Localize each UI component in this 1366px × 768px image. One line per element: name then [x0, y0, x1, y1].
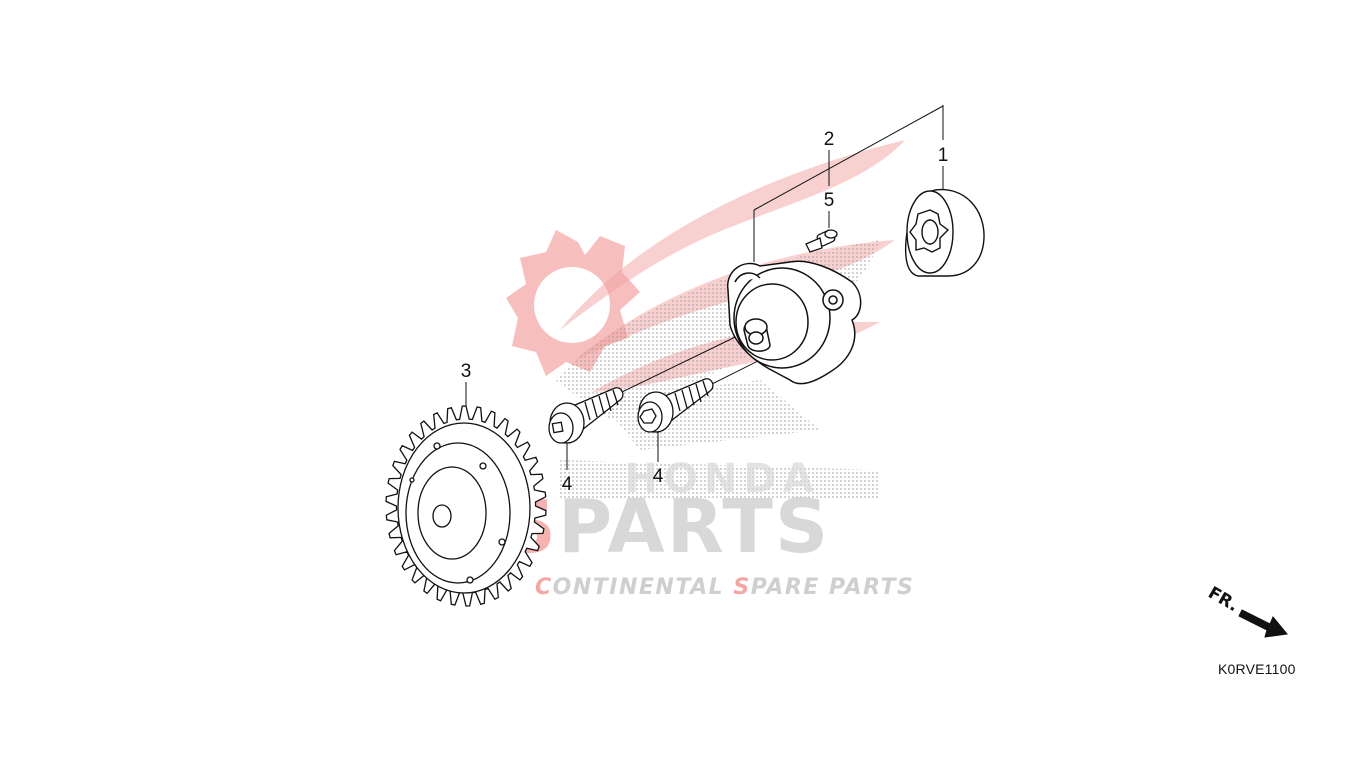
drive-gear-part [385, 405, 547, 607]
outer-rotor-part [904, 188, 985, 277]
flange-bolt-a-part [548, 387, 624, 444]
watermark-tagline-accent-s: S [733, 575, 750, 600]
front-arrow-icon: FR. [1205, 583, 1288, 638]
callout-2: 2 [824, 129, 835, 150]
callout-1: 1 [938, 145, 949, 166]
watermark-tagline-accent-c: C [535, 575, 553, 600]
callout-4a: 4 [562, 474, 573, 495]
watermark-brand: HONDA [624, 456, 819, 502]
front-indicator-label: FR. [1205, 583, 1242, 616]
watermark-tagline-1: ONTINENTAL [553, 575, 734, 600]
flange-bolt-b-part [637, 378, 714, 433]
callout-4b: 4 [653, 466, 664, 487]
watermark-tagline: CONTINENTAL SPARE PARTS [535, 575, 914, 600]
callouts: 1 2 5 3 4 4 [461, 129, 949, 495]
callout-5: 5 [824, 190, 835, 211]
pin-part [805, 229, 838, 253]
diagram-code: K0RVE1100 [1218, 661, 1296, 677]
callout-3: 3 [461, 361, 472, 382]
watermark-tagline-2: PARE PARTS [751, 575, 915, 600]
watermark-main: PARTS [558, 484, 830, 570]
pump-housing-part [727, 260, 862, 385]
